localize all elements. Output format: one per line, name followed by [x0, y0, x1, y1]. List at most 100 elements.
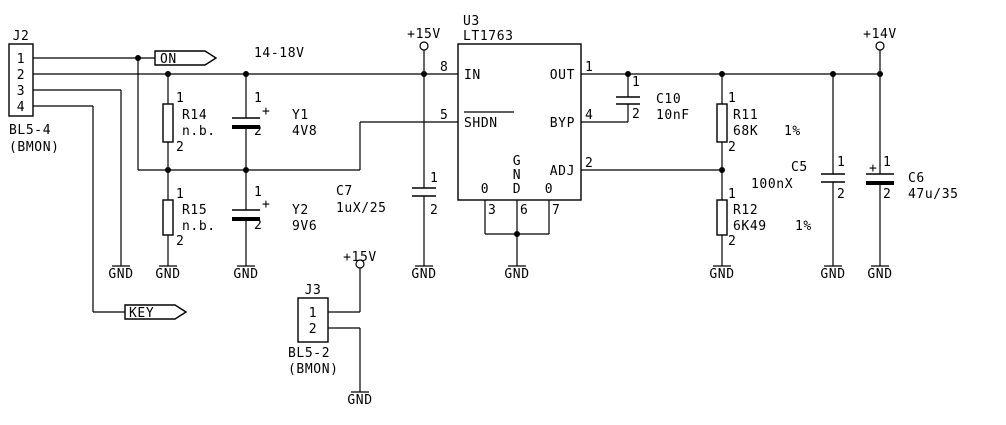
- diode-y1-ref: Y1: [292, 108, 309, 123]
- connector-j2-pin: 3: [17, 84, 25, 99]
- resistor-r12-tolerance: 1%: [795, 219, 812, 234]
- capacitor-c7-pin1: 1: [430, 171, 438, 186]
- regulator-u3-out-label: OUT: [550, 68, 575, 83]
- diode-y2-plate-bottom: [232, 217, 260, 221]
- connector-j2: J2 1 2 3 4 BL5-4 (BMON): [8, 29, 59, 155]
- connector-j2-body: [8, 43, 34, 117]
- regulator-u3-pin-gnd: 6: [520, 203, 528, 218]
- regulator-u3-gnd-letter: D: [513, 182, 521, 197]
- gnd-label: GND: [709, 267, 734, 282]
- resistor-r11-value: 68K: [733, 124, 758, 139]
- gnd-symbol: GND: [820, 265, 845, 282]
- connector-j2-ref: J2: [13, 29, 30, 44]
- gnd-symbol: GND: [411, 265, 436, 282]
- diode-y1-plus: +: [262, 104, 270, 119]
- regulator-u3-shdn-label: SHDN: [464, 116, 498, 131]
- resistor-r11-body: [716, 103, 728, 143]
- diode-y2-plus: +: [262, 197, 270, 212]
- connector-j3: J3 1 2 BL5-2 (BMON): [288, 283, 338, 377]
- capacitor-c6-value: 47u/35: [908, 187, 959, 202]
- connector-j3-pin: 1: [309, 306, 317, 321]
- diode-y1: 1 + 2 Y1 4V8: [232, 91, 317, 139]
- diode-y2-pin2: 2: [254, 218, 262, 233]
- gnd-symbols: GND GND GND GND GND GND GND GND: [108, 265, 892, 408]
- diode-y1-value: 4V8: [292, 124, 317, 139]
- regulator-u3-ref: U3: [463, 14, 480, 29]
- gnd-symbol: GND: [867, 265, 892, 282]
- regulator-u3-gnd-letter: N: [513, 168, 521, 183]
- power-15v-top-label: +15V: [407, 27, 441, 42]
- power-15v-top: +15V: [407, 27, 441, 51]
- resistor-r14-pin2: 2: [176, 140, 184, 155]
- gnd-label: GND: [233, 267, 258, 282]
- connector-j3-body: [297, 297, 329, 343]
- gnd-label: GND: [347, 393, 372, 408]
- regulator-u3-pin-gnd: 7: [552, 203, 560, 218]
- capacitor-c6: + 1 2 C6 47u/35: [866, 155, 959, 202]
- power-14v-label: +14V: [863, 27, 897, 42]
- gnd-symbol: GND: [233, 265, 258, 282]
- resistor-r15-pin1: 1: [176, 187, 184, 202]
- connector-j3-pin: 2: [309, 322, 317, 337]
- connector-j2-pin: 1: [17, 52, 25, 67]
- power-15v-top-symbol: [419, 41, 429, 51]
- resistor-r12-body: [716, 199, 728, 236]
- power-15v-j3-label: +15V: [343, 250, 377, 265]
- resistor-r15-value: n.b.: [182, 219, 216, 234]
- resistor-r12-pin2: 2: [728, 234, 736, 249]
- net-flag-on: ON: [154, 50, 218, 67]
- capacitor-c6-plus: +: [869, 161, 877, 176]
- diode-y1-pin1: 1: [254, 91, 262, 106]
- capacitor-c6-ref: C6: [908, 171, 925, 186]
- capacitor-c10-pin2: 2: [632, 107, 640, 122]
- power-14v: +14V: [863, 27, 897, 51]
- resistor-r15-body: [162, 199, 174, 236]
- gnd-label: GND: [155, 267, 180, 282]
- capacitor-c7-value: 1uX/25: [336, 201, 387, 216]
- diode-y1-plate-bottom: [232, 125, 260, 129]
- regulator-u3-pin-adj: 2: [585, 156, 593, 171]
- power-14v-symbol: [875, 41, 885, 51]
- net-flag-key: KEY: [124, 304, 188, 321]
- regulator-u3-pin-gnd: 3: [488, 203, 496, 218]
- regulator-u3-gnd-mark-left: 0: [481, 182, 489, 197]
- net-flag-key-shape: [124, 304, 188, 320]
- regulator-u3-pin-in: 8: [440, 60, 448, 75]
- regulator-u3-pin-byp: 4: [585, 108, 593, 123]
- diode-y2-value: 9V6: [292, 219, 317, 234]
- gnd-symbol: GND: [155, 265, 180, 282]
- gnd-symbol: GND: [108, 265, 133, 282]
- gnd-label: GND: [867, 267, 892, 282]
- resistor-r14-value: n.b.: [182, 124, 216, 139]
- capacitor-c10-value: 10nF: [656, 108, 690, 123]
- net-flag-key-label: KEY: [129, 306, 154, 321]
- capacitor-c5-ref: C5: [791, 160, 808, 175]
- gnd-label: GND: [820, 267, 845, 282]
- gnd-symbol: GND: [504, 265, 529, 282]
- capacitor-c10-pin1: 1: [632, 75, 640, 90]
- diode-y2: 1 + 2 Y2 9V6: [232, 185, 317, 234]
- resistor-r15: 1 2 R15 n.b.: [162, 187, 216, 249]
- net-flag-on-shape: [154, 50, 218, 66]
- capacitor-c5-pin1: 1: [837, 155, 845, 170]
- capacitor-c7-pin2: 2: [430, 203, 438, 218]
- power-15v-j3-symbol: [355, 259, 365, 269]
- regulator-u3-byp-label: BYP: [550, 116, 575, 131]
- connector-j3-type: BL5-2: [288, 346, 330, 361]
- resistor-r15-pin2: 2: [176, 234, 184, 249]
- resistor-r11-ref: R11: [733, 108, 758, 123]
- capacitor-c5: 1 2 C5 100nX: [751, 155, 845, 202]
- resistor-r11-pin2: 2: [728, 140, 736, 155]
- resistor-r15-ref: R15: [182, 203, 207, 218]
- resistor-r12-pin1: 1: [728, 187, 736, 202]
- regulator-u3-pin-shdn: 5: [440, 108, 448, 123]
- capacitor-c6-pin2: 2: [883, 187, 891, 202]
- connector-j2-pin: 4: [17, 100, 25, 115]
- junction-dots: [135, 55, 883, 237]
- resistor-r12-value: 6K49: [733, 219, 767, 234]
- resistor-r14-ref: R14: [182, 108, 207, 123]
- resistor-r12-ref: R12: [733, 203, 758, 218]
- connector-j2-type: BL5-4: [9, 123, 51, 138]
- capacitor-c5-pin2: 2: [837, 187, 845, 202]
